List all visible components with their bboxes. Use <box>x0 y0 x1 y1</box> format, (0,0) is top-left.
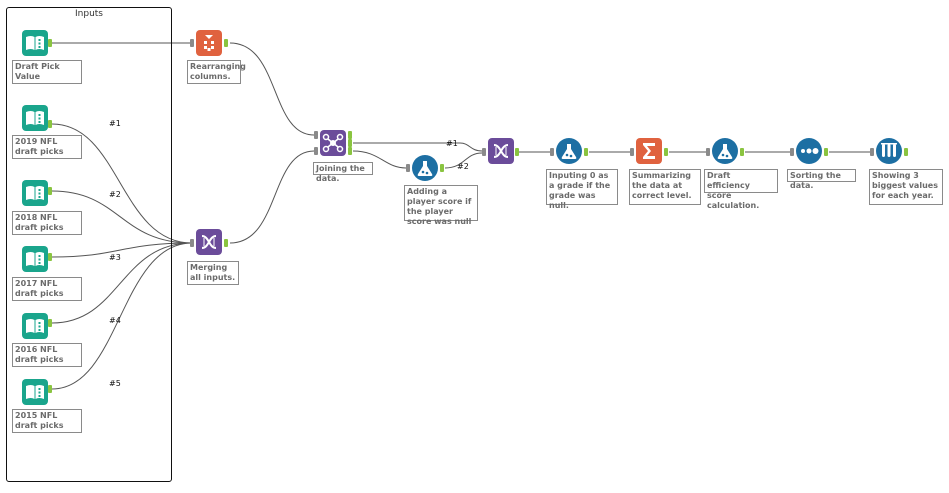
dna-icon <box>493 144 509 158</box>
summarize-tool[interactable] <box>636 138 662 164</box>
input-anchor[interactable] <box>790 148 794 156</box>
connection-label: #5 <box>109 379 121 388</box>
join-r-output-anchor[interactable] <box>348 147 352 155</box>
join-left-input-anchor[interactable] <box>314 131 318 139</box>
tool-annotation: Summarizing the data at correct level. <box>629 169 701 205</box>
sort-tool[interactable] <box>796 138 822 164</box>
output-anchor[interactable] <box>740 148 744 156</box>
sample-tool-showing[interactable] <box>876 138 902 164</box>
join-tool[interactable] <box>320 130 346 156</box>
join-l-output-anchor[interactable] <box>348 131 352 139</box>
input-anchor[interactable] <box>630 148 634 156</box>
tool-annotation: Draft efficiency score calculation. <box>704 169 778 210</box>
connection-line <box>444 152 483 169</box>
connection-line <box>229 42 315 136</box>
output-anchor[interactable] <box>664 148 668 156</box>
flask-icon <box>561 144 577 159</box>
output-anchor[interactable] <box>48 319 52 327</box>
tool-annotation: 2015 NFL draft picks <box>12 409 82 433</box>
input-anchor[interactable] <box>870 148 874 156</box>
container-title: Inputs <box>75 9 103 19</box>
connection-line <box>51 242 193 390</box>
book-icon <box>26 111 44 125</box>
input-anchor[interactable] <box>706 148 710 156</box>
output-anchor[interactable] <box>584 148 588 156</box>
output-anchor[interactable] <box>48 187 52 195</box>
book-icon <box>26 319 44 333</box>
tool-annotation: 2019 NFL draft picks <box>12 135 82 159</box>
join-icon <box>322 133 344 153</box>
test-tubes-icon <box>881 143 897 157</box>
input-data-tool-2015[interactable] <box>22 379 48 405</box>
connection-line <box>51 242 193 324</box>
book-icon <box>26 385 44 399</box>
connection-line <box>51 123 193 244</box>
input-anchor[interactable] <box>482 148 486 156</box>
union-tool-second[interactable] <box>488 138 514 164</box>
output-anchor[interactable] <box>904 148 908 156</box>
tool-annotation: Draft Pick Value <box>12 60 82 84</box>
formula-tool-inputing-zero[interactable] <box>556 138 582 164</box>
output-anchor[interactable] <box>48 385 52 393</box>
input-data-tool-draft-pick-value[interactable] <box>22 30 48 56</box>
connection-label: #1 <box>109 119 121 128</box>
tool-annotation: Rearranging columns. <box>187 60 246 84</box>
join-right-input-anchor[interactable] <box>314 147 318 155</box>
input-anchor[interactable] <box>550 148 554 156</box>
output-anchor[interactable] <box>824 148 828 156</box>
flask-icon <box>417 161 433 176</box>
join-j-output-anchor[interactable] <box>348 139 352 147</box>
connection-line <box>51 190 193 244</box>
input-data-tool-2017[interactable] <box>22 246 48 272</box>
output-anchor[interactable] <box>515 148 519 156</box>
output-anchor[interactable] <box>48 120 52 128</box>
sort-dots-icon <box>801 148 819 154</box>
inputs-container[interactable]: Inputs <box>6 7 172 482</box>
formula-tool-efficiency[interactable] <box>712 138 738 164</box>
input-data-tool-2018[interactable] <box>22 180 48 206</box>
select-tool-rearranging[interactable] <box>196 30 222 56</box>
tool-annotation: 2017 NFL draft picks <box>12 277 82 301</box>
input-anchor[interactable] <box>406 164 410 172</box>
input-anchor[interactable] <box>190 239 194 247</box>
sigma-icon <box>643 143 655 159</box>
flask-icon <box>717 144 733 159</box>
book-icon <box>26 36 44 50</box>
tool-annotation: Joining the data. <box>313 162 373 183</box>
output-anchor[interactable] <box>224 239 228 247</box>
tool-annotation: Merging all inputs. <box>187 261 239 285</box>
connection-line <box>352 150 407 169</box>
formula-tool-adding-score[interactable] <box>412 155 438 181</box>
connection-label: #3 <box>109 253 121 262</box>
connection-label: #2 <box>109 190 121 199</box>
connection-label: #2 <box>457 162 469 171</box>
input-data-tool-2016[interactable] <box>22 313 48 339</box>
output-anchor[interactable] <box>440 164 444 172</box>
select-columns-icon <box>204 35 214 51</box>
tool-annotation: Showing 3 biggest values for each year. <box>869 169 943 205</box>
input-anchor[interactable] <box>190 39 194 47</box>
tool-annotation: 2018 NFL draft picks <box>12 211 82 235</box>
connection-line <box>353 142 483 152</box>
input-data-tool-2019[interactable] <box>22 105 48 131</box>
tool-annotation: Inputing 0 as a grade if the grade was n… <box>546 169 618 210</box>
union-tool-merging[interactable] <box>196 229 222 255</box>
tool-annotation: 2016 NFL draft picks <box>12 343 82 367</box>
output-anchor[interactable] <box>224 39 228 47</box>
dna-icon <box>201 235 217 249</box>
tool-annotation: Adding a player score if the player scor… <box>404 185 478 226</box>
connection-label: #1 <box>446 139 458 148</box>
output-anchor[interactable] <box>48 253 52 261</box>
connection-line <box>51 242 193 258</box>
book-icon <box>26 252 44 266</box>
tool-annotation: Sorting the data. <box>787 169 856 190</box>
book-icon <box>26 186 44 200</box>
output-anchor[interactable] <box>48 39 52 47</box>
connection-label: #4 <box>109 316 121 325</box>
connection-line <box>229 150 315 244</box>
